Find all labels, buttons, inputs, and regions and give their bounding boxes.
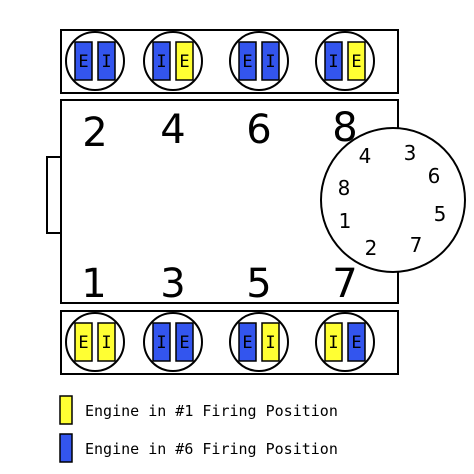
distributor-terminal-1: 1 bbox=[339, 209, 352, 233]
cylinder-1-right-port-letter: I bbox=[101, 333, 111, 353]
cylinder-8-right-port bbox=[347, 41, 366, 81]
legend-swatch-yellow bbox=[59, 395, 73, 425]
cylinder-1-left-port bbox=[74, 322, 93, 362]
cylinder-2-left-port-letter: E bbox=[78, 52, 88, 72]
distributor-terminal-2: 2 bbox=[365, 236, 378, 260]
cylinder-2-right-port bbox=[97, 41, 116, 81]
distributor-terminal-7: 7 bbox=[410, 233, 423, 257]
cylinder-3-left-port bbox=[152, 322, 171, 362]
cylinder-number-6: 6 bbox=[246, 107, 271, 153]
cylinder-4-right-port-letter: E bbox=[179, 52, 189, 72]
cylinder-7-left-port bbox=[324, 322, 343, 362]
legend-swatch-blue bbox=[59, 433, 73, 463]
cylinder-number-5: 5 bbox=[246, 261, 271, 307]
cylinder-1-left-port-letter: E bbox=[78, 333, 88, 353]
cylinder-number-4: 4 bbox=[160, 107, 185, 153]
cylinder-3-right-port bbox=[175, 322, 194, 362]
legend-label-blue: Engine in #6 Firing Position bbox=[85, 440, 338, 458]
cylinder-1-right-port bbox=[97, 322, 116, 362]
distributor-terminal-3: 3 bbox=[404, 141, 417, 165]
legend: Engine in #1 Firing Position Engine in #… bbox=[59, 395, 338, 463]
cylinder-5-right-port-letter: I bbox=[265, 333, 275, 353]
cylinder-7-right-port bbox=[347, 322, 366, 362]
cylinder-number-1: 1 bbox=[81, 261, 106, 307]
cylinder-8-left-port-letter: I bbox=[328, 52, 338, 72]
cylinder-4-right-port bbox=[175, 41, 194, 81]
cylinder-3-left-port-letter: I bbox=[156, 333, 166, 353]
cylinder-number-2: 2 bbox=[82, 110, 107, 156]
cylinder-8-left-port bbox=[324, 41, 343, 81]
distributor-terminal-5: 5 bbox=[434, 202, 447, 226]
distributor-terminal-8: 8 bbox=[338, 176, 351, 200]
cylinder-7-right-port-letter: E bbox=[351, 333, 361, 353]
cylinder-6-right-port bbox=[261, 41, 280, 81]
cylinder-number-7: 7 bbox=[332, 261, 357, 307]
distributor-cap bbox=[320, 127, 466, 273]
cylinder-5-left-port-letter: E bbox=[242, 333, 252, 353]
cylinder-6-left-port bbox=[238, 41, 257, 81]
cylinder-4-left-port-letter: I bbox=[156, 52, 166, 72]
cylinder-6-left-port-letter: E bbox=[242, 52, 252, 72]
cylinder-5-right-port bbox=[261, 322, 280, 362]
cylinder-6-right-port-letter: I bbox=[265, 52, 275, 72]
cylinder-7-left-port-letter: I bbox=[328, 333, 338, 353]
cylinder-4-left-port bbox=[152, 41, 171, 81]
cylinder-number-3: 3 bbox=[160, 261, 185, 307]
cylinder-3-right-port-letter: E bbox=[179, 333, 189, 353]
cylinder-5-left-port bbox=[238, 322, 257, 362]
distributor-terminal-6: 6 bbox=[428, 164, 441, 188]
timing-cover-tab bbox=[46, 156, 62, 234]
distributor-terminal-4: 4 bbox=[359, 144, 372, 168]
cylinder-2-right-port-letter: I bbox=[101, 52, 111, 72]
cylinder-2-left-port bbox=[74, 41, 93, 81]
legend-label-yellow: Engine in #1 Firing Position bbox=[85, 402, 338, 420]
cylinder-8-right-port-letter: E bbox=[351, 52, 361, 72]
